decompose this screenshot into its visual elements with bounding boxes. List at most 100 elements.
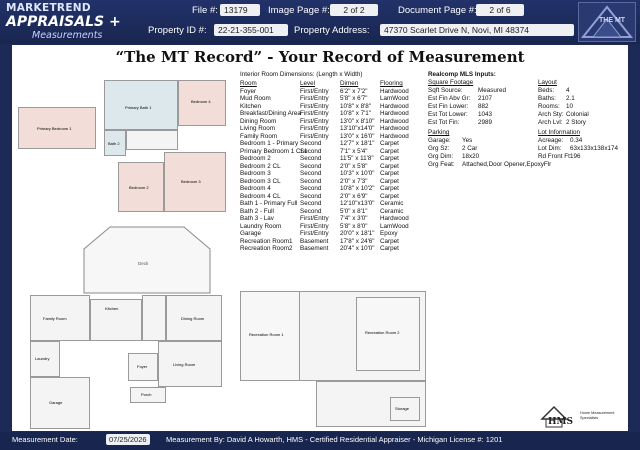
- logo-line3: Measurements: [32, 30, 103, 41]
- mls-layout-value: 2.1: [566, 95, 575, 102]
- room-table-cell: First/Entry: [300, 230, 329, 237]
- mls-sqft-value: 882: [478, 103, 489, 110]
- room-table-cell: Hardwood: [380, 125, 409, 132]
- foyer-label: Foyer: [137, 364, 148, 369]
- room-table-cell: 10'3" x 10'0": [340, 170, 375, 177]
- room-table-cell: Bath 3 - Lav: [240, 215, 274, 222]
- room-table-cell: First/Entry: [300, 125, 329, 132]
- bath2-room: Bath 2: [104, 130, 126, 156]
- bedroom2-label: Bedroom 2: [129, 185, 149, 190]
- garage-label: Garage: [49, 400, 63, 405]
- room-table-col-header: Flooring: [380, 80, 403, 87]
- basement-plan: Recreation Room 1 Recreation Room 2 Stor…: [240, 291, 426, 431]
- room-table-cell: Kitchen: [240, 102, 262, 110]
- room-table-cell: Bedroom 1 - Primary: [240, 140, 299, 147]
- primary-bedroom-label: Primary Bedroom 1: [37, 126, 72, 131]
- room-table-cell: Ceramic: [380, 200, 404, 207]
- mls-parking-value: Yes: [462, 137, 473, 144]
- document-page-label: Document Page #:: [398, 5, 477, 16]
- page-title: “The MT Record” - Your Record of Measure…: [115, 48, 525, 66]
- room-table-cell: 2'0" x 6'9": [340, 192, 368, 200]
- logo-line2: APPRAISALS +: [6, 14, 121, 30]
- header-bar: [0, 0, 640, 44]
- mls-sqft-label: Est Fin Lower:: [428, 103, 469, 110]
- room-table-cell: Bedroom 4 CL: [240, 192, 281, 200]
- mls-lot-value: 0.34: [570, 137, 583, 144]
- room-table-cell: 20'0" x 18'1": [340, 230, 375, 237]
- mls-sqft-value: Measured: [478, 87, 507, 94]
- room-table-cell: Dining Room: [240, 117, 277, 125]
- room-table-cell: 13'0" x 16'0": [340, 132, 375, 140]
- room-table-cell: 2'0" x 5'8": [340, 162, 368, 170]
- room-table-cell: First/Entry: [300, 102, 329, 110]
- room-table-cell: Carpet: [380, 185, 399, 192]
- mls-layout-value: Colonial: [566, 111, 589, 118]
- room-table-col-header: Room: [240, 80, 257, 87]
- recreation-room2: Recreation Room 2: [356, 297, 420, 371]
- room-table-cell: Carpet: [380, 245, 399, 252]
- garage-room: Garage: [30, 377, 90, 429]
- sqft-heading: Square Footage: [428, 79, 474, 86]
- dining-room: Dining Room: [166, 295, 222, 341]
- room-table-cell: 7'1" x 5'4": [340, 147, 368, 155]
- recreation-room2-label: Recreation Room 2: [365, 330, 400, 335]
- mls-heading: Realcomp MLS Inputs:: [428, 71, 496, 78]
- dining-room-label: Dining Room: [181, 316, 205, 321]
- mls-parking-value: 2 Car: [462, 145, 478, 152]
- room-table-cell: Second: [300, 162, 322, 170]
- mls-parking-label: Grg Dim:: [428, 153, 454, 160]
- mls-parking-value: 18x20: [462, 153, 480, 160]
- room-table-cell: Second: [300, 192, 322, 200]
- room-table-cell: 2'0" x 7'3": [340, 177, 368, 185]
- storage-room: Storage: [390, 397, 420, 421]
- hms-text: HMS: [548, 417, 573, 427]
- footer-bar: [0, 432, 640, 450]
- room-table-cell: First/Entry: [300, 117, 329, 125]
- room-table-cell: Living Room: [240, 125, 275, 132]
- room-table-cell: Carpet: [380, 147, 399, 155]
- mls-layout-value: 2 Story: [566, 119, 586, 126]
- brand-text: THE MT: [599, 17, 626, 24]
- room-table-cell: Bedroom 3 CL: [240, 177, 281, 185]
- room-table-cell: 7'4" x 3'0": [340, 215, 368, 222]
- room-table-cell: Second: [300, 140, 322, 147]
- porch: Porch: [130, 387, 166, 403]
- mls-sqft-value: 2107: [478, 95, 493, 102]
- mls-parking-value: Attached,Door Opener,EpoxyFlr: [462, 161, 552, 168]
- hms-logo: HMS Home Measurement Specialists: [540, 403, 620, 431]
- room-table-cell: LamWood: [380, 222, 409, 230]
- room-table-cell: Primary Bedroom 1 CL1: [240, 147, 308, 155]
- mls-parking-label: Grg Feat:: [428, 161, 455, 168]
- room-table-cell: Carpet: [380, 162, 399, 170]
- room-table-cell: 6'2" x 7'2": [340, 87, 368, 95]
- bedroom4-label: Bedroom 4: [191, 99, 211, 104]
- room-table-cell: Carpet: [380, 155, 399, 162]
- bedroom3-label: Bedroom 3: [181, 179, 201, 184]
- family-room: Family Room: [30, 295, 90, 341]
- property-id-label: Property ID #:: [148, 25, 207, 36]
- measured-by-text: Measurement By: David A Howarth, HMS - C…: [166, 435, 503, 444]
- property-id-value: 22-21-355-001: [214, 24, 288, 36]
- laundry-label: Laundry: [35, 356, 50, 361]
- room-table-cell: Recreation Room2: [240, 245, 293, 252]
- room-table-col-header: Dimen: [340, 80, 359, 87]
- file-value: 13179: [220, 4, 260, 16]
- room-table-cell: 10'8" x 8'8": [340, 102, 372, 110]
- room-table-cell: Garage: [240, 230, 262, 237]
- room-table-cell: First/Entry: [300, 132, 329, 140]
- room-table-cell: 5'8" x 6'7": [340, 95, 368, 102]
- image-page-label: Image Page #:: [268, 5, 330, 16]
- mls-layout-label: Baths:: [538, 95, 556, 102]
- room-table-cell: Mud Room: [240, 95, 271, 102]
- room-dimensions-table: Interior Room Dimensions: (Length x Widt…: [240, 71, 409, 285]
- room-table-cell: Bath 2 - Full: [240, 207, 274, 215]
- room-table-cell: 10'8" x 7'1": [340, 110, 372, 117]
- mls-layout-value: 10: [566, 103, 574, 110]
- logo-line1: MARKETREND: [6, 2, 91, 14]
- mls-layout-value: 4: [566, 87, 570, 94]
- mls-layout-label: Arch Sty:: [538, 111, 564, 118]
- brand-logo: THE MT: [578, 2, 636, 42]
- mls-lot-value: 196: [570, 153, 581, 160]
- room-table-cell: Second: [300, 170, 322, 177]
- room-table-cell: First/Entry: [300, 110, 329, 117]
